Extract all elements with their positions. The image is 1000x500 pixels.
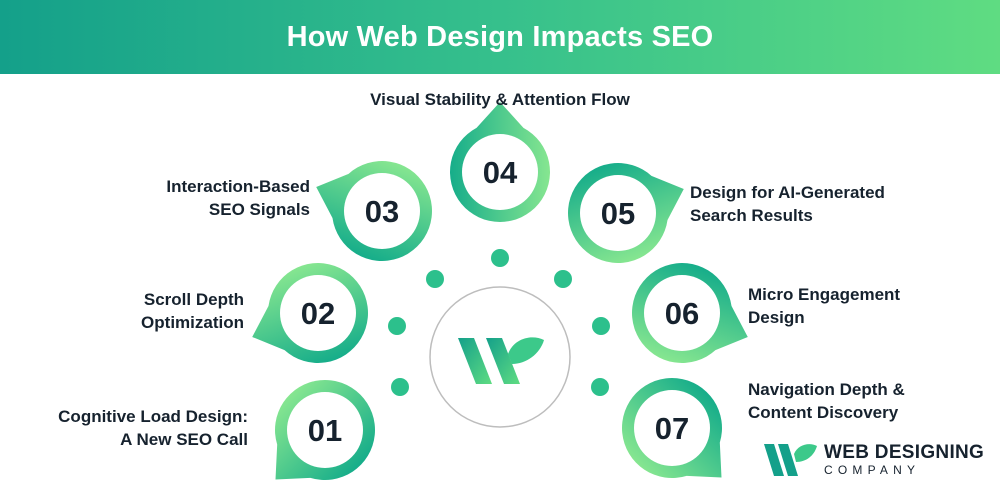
step-badge-05: 05: [568, 163, 684, 263]
step-badge-04: 04: [450, 102, 550, 222]
step-number-03: 03: [365, 194, 399, 229]
brand-logo: WEB DESIGNING COMPANY: [762, 438, 992, 480]
connector-dot-7: [591, 378, 609, 396]
step-label-05: Design for AI-Generated Search Results: [690, 183, 885, 225]
step-number-07: 07: [655, 411, 689, 446]
step-badge-06: 06: [632, 263, 748, 363]
connector-dot-5: [554, 270, 572, 288]
connector-dot-1: [391, 378, 409, 396]
brand-mark-icon: [764, 444, 817, 476]
step-label-02: Scroll Depth Optimization: [141, 290, 244, 332]
step-label-03: Interaction-Based SEO Signals: [166, 177, 310, 219]
brand-subname: COMPANY: [824, 463, 921, 477]
step-badge-07: 07: [622, 378, 722, 478]
connector-dot-3: [426, 270, 444, 288]
page-title: How Web Design Impacts SEO: [286, 20, 714, 53]
step-badge-01: 01: [275, 380, 375, 480]
center-logo-icon: [458, 337, 544, 384]
step-label-04: Visual Stability & Attention Flow: [370, 90, 630, 109]
step-number-05: 05: [601, 196, 635, 231]
connector-dot-4: [491, 249, 509, 267]
title-banner: How Web Design Impacts SEO: [0, 0, 1000, 74]
connector-dot-6: [592, 317, 610, 335]
step-label-06: Micro Engagement Design: [748, 285, 901, 327]
connector-dot-2: [388, 317, 406, 335]
step-label-01: Cognitive Load Design: A New SEO Call: [58, 407, 248, 449]
step-badge-02: 02: [252, 263, 368, 363]
step-number-06: 06: [665, 296, 699, 331]
step-number-01: 01: [308, 413, 342, 448]
step-number-02: 02: [301, 296, 335, 331]
step-label-07: Navigation Depth & Content Discovery: [748, 380, 905, 422]
brand-name: WEB DESIGNING: [824, 442, 985, 463]
step-number-04: 04: [483, 155, 518, 190]
step-badge-03: 03: [316, 161, 432, 261]
